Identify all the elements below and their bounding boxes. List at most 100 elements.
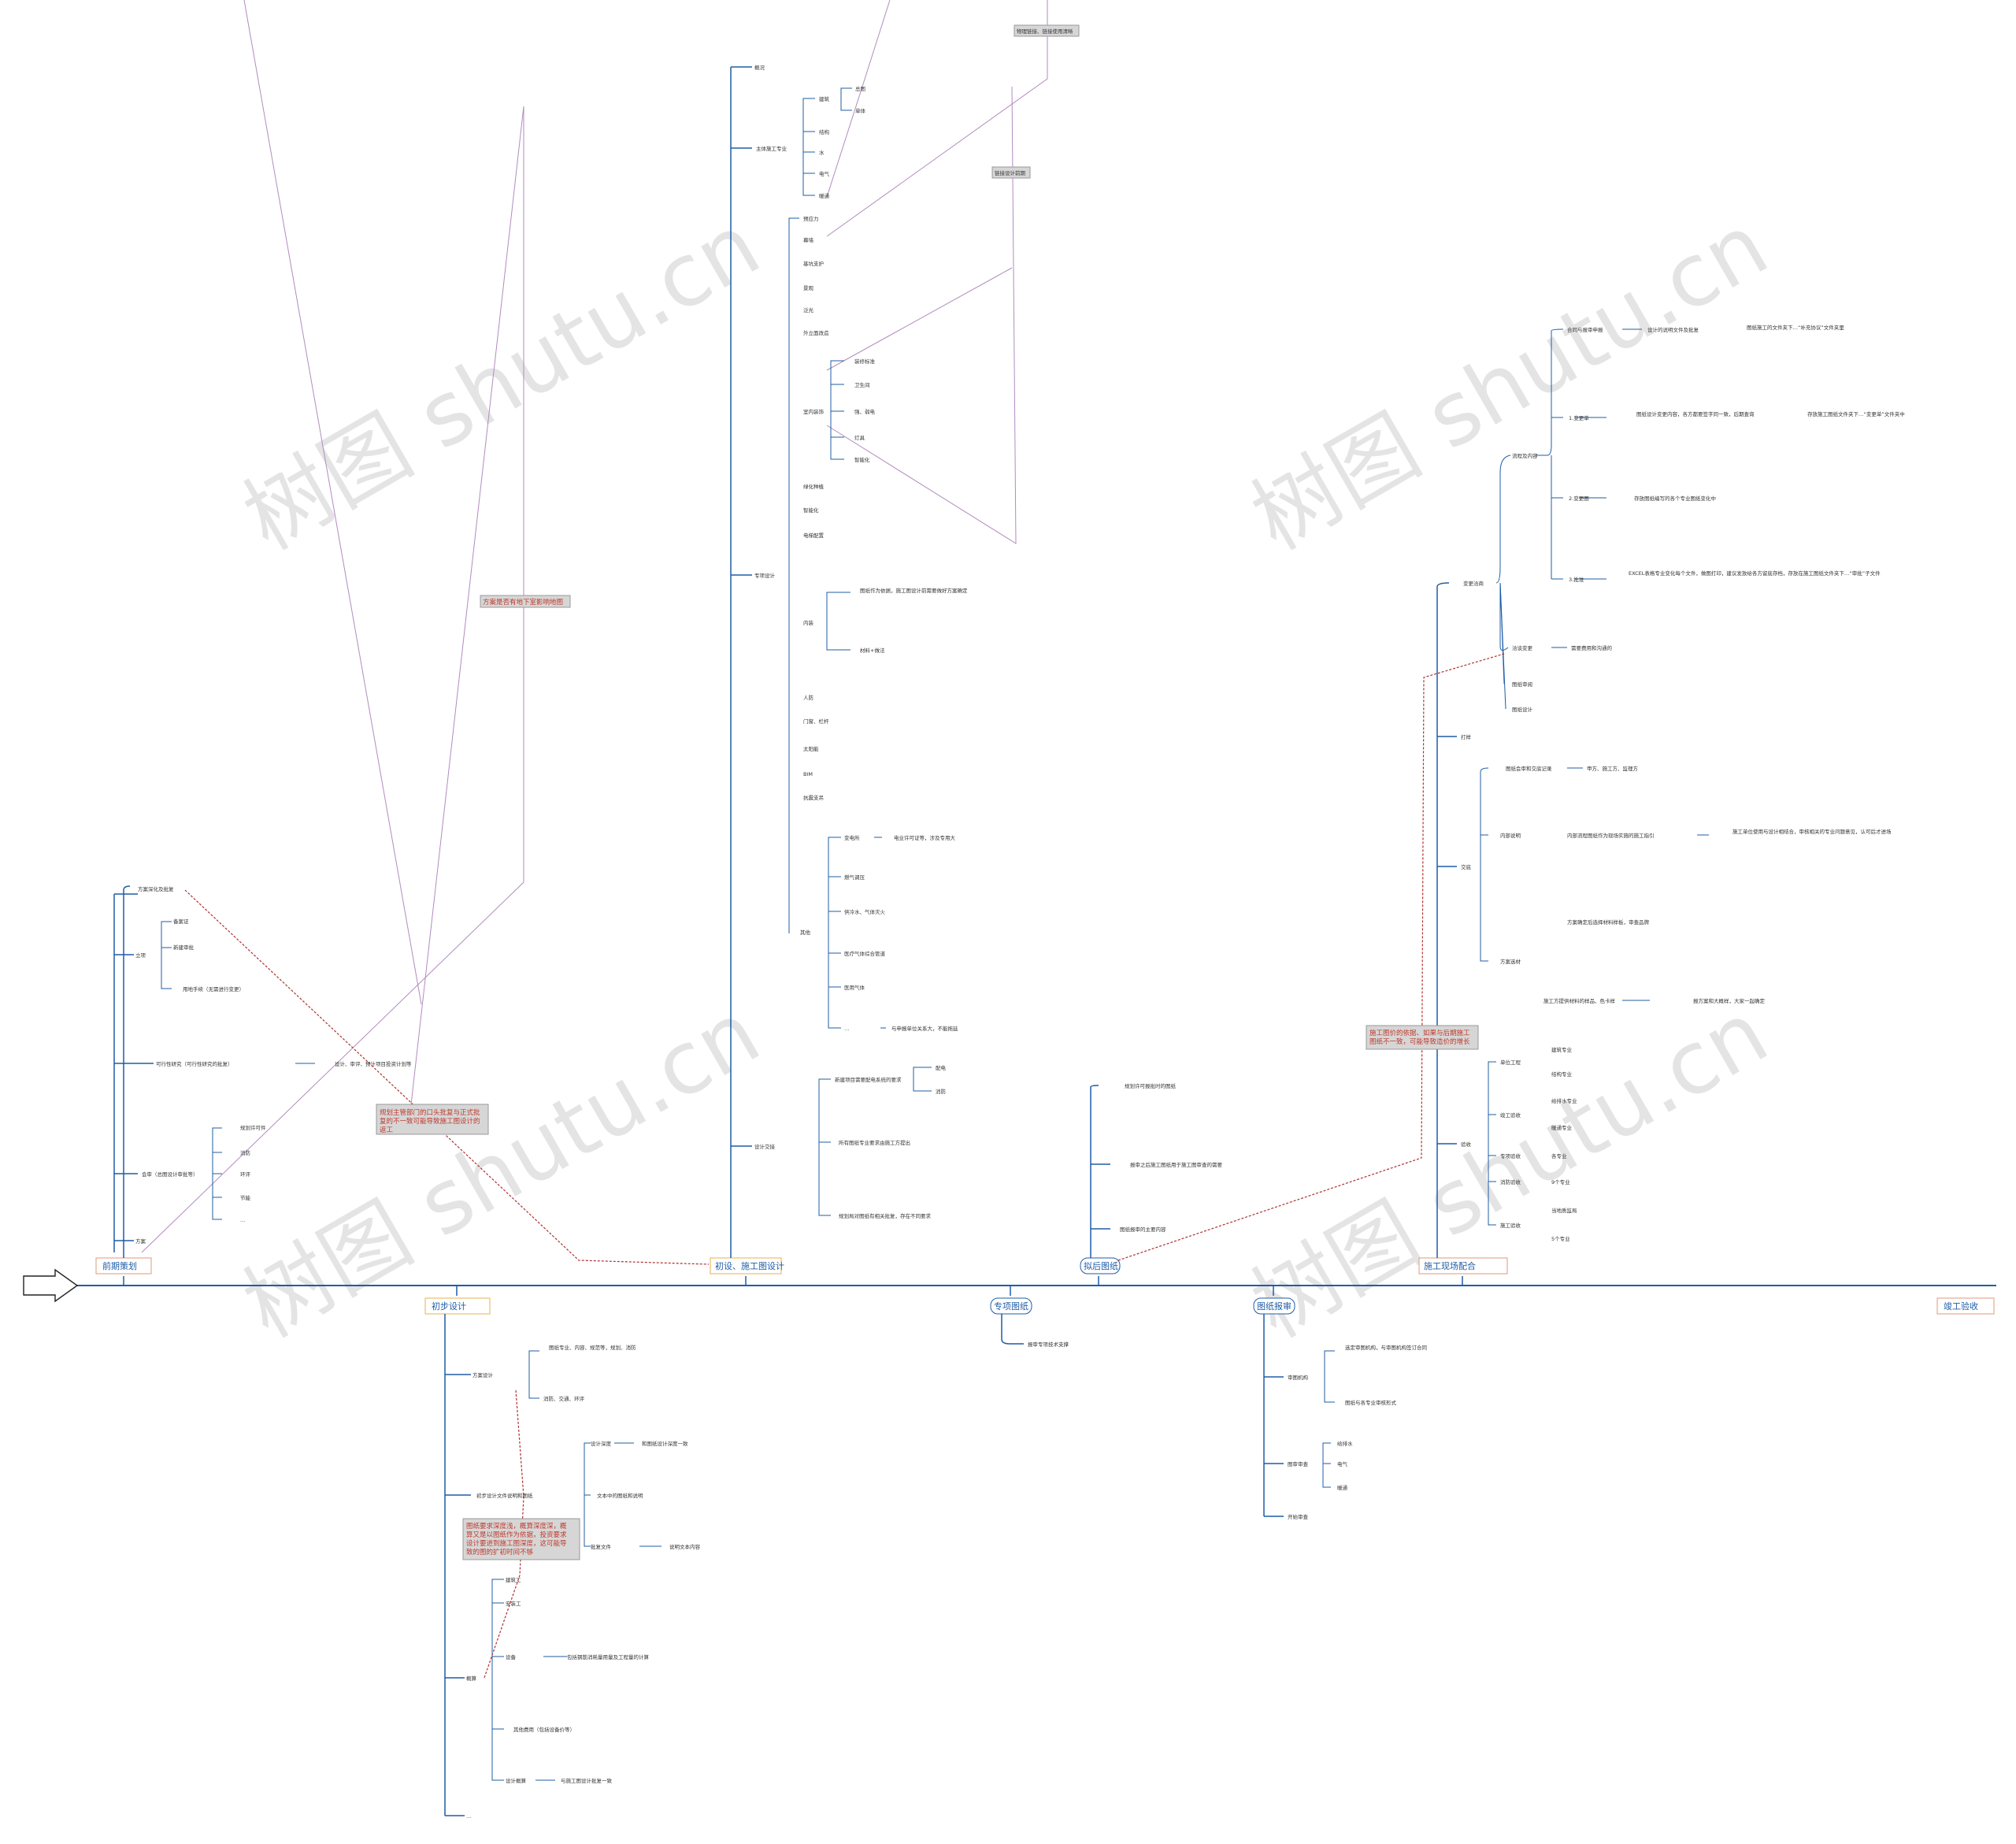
zhuanxiang-item: 幕墙 (803, 236, 814, 243)
jiaojie-item: 新建项目需要配电系统的要求 (835, 1076, 902, 1083)
chubu-gaisuan: 概算 (466, 1675, 477, 1682)
chuyan-branch (730, 66, 932, 1258)
note-n4-text: 方案是否有地下室影响地图 (483, 598, 563, 607)
yanshou-sub: 5个专业 (1551, 1235, 1570, 1242)
chubu-fangan-item: 图纸专业、内容、规范等，规划、消防 (549, 1344, 636, 1351)
stage-chubu[interactable]: 初步设计 (424, 1297, 491, 1315)
note-n3: 图纸要求深度浅，概算深度深，概 算又是以图纸作为依据，投资要求 设计要进到施工图… (462, 1518, 580, 1560)
yuanze-item: 3.批准 (1569, 576, 1584, 583)
zhuanxiang-item: 人防 (803, 694, 814, 701)
neizhuang-item: 图纸作为依据，施工图设计前需要做好方案确定 (860, 587, 968, 594)
stage-tuzhi-label: 图纸报审 (1257, 1300, 1292, 1312)
chuyan-zhuti-child: 水 (819, 149, 825, 156)
zhuanxiang-branch (1001, 1314, 1024, 1345)
qita-item: 医疗气体综合管道 (844, 950, 886, 957)
shigong-branch (1436, 328, 1709, 1258)
qianqi-lixiang-child: 用地手续（无需进行变更） (183, 985, 244, 992)
stage-tuzhi[interactable]: 图纸报审 (1253, 1297, 1295, 1315)
chubu-wenjian-item: 设计深度 (591, 1440, 612, 1447)
note-n3-text: 图纸要求深度浅，概算深度深，概 算又是以图纸作为依据，投资要求 设计要进到施工图… (466, 1522, 569, 1556)
gaisuan-note: 与施工图设计批复一致 (561, 1777, 613, 1784)
zhuanxiang-item: 智能化 (803, 506, 819, 514)
chubu-fangan: 方案设计 (472, 1371, 494, 1378)
qianqi-kexing-child: 设计、审评、预计项目投资计划等 (335, 1060, 412, 1067)
shigong-yuanze: 流程及内容 (1512, 452, 1538, 459)
jiaodi-note: 内部流程图纸作为现场实施的施工指引 (1567, 832, 1655, 839)
stage-shigong-label: 施工现场配合 (1424, 1260, 1476, 1271)
jiaodi-note: 报方案和大概样，大家一起确定 (1693, 997, 1766, 1004)
note-n6: 链接设计前期 (991, 166, 1031, 179)
tuzhi-shencha-item: 给排水 (1337, 1440, 1353, 1447)
qianqi-branch (113, 885, 315, 1258)
chuyan-zhuti: 主体施工专业 (756, 145, 788, 152)
gaisuan-item: 其他费用（包括设备价等） (513, 1726, 575, 1733)
jiaojie-sub: 消防 (936, 1088, 947, 1095)
stage-shigong[interactable]: 施工现场配合 (1418, 1257, 1508, 1274)
chuyan-zhuti-child: 暖通 (819, 192, 830, 199)
chubu-wenjian: 初步设计文件说明和图纸 (476, 1492, 533, 1499)
chuyan-jianzhu-child: 单体 (855, 107, 866, 114)
shigong-yanshou: 验收 (1461, 1141, 1472, 1148)
zhuanxiang-tuzhi-item: 报审专项技术支撑 (1028, 1341, 1069, 1348)
zhuanxiang-item: 泛光 (803, 306, 814, 314)
qianqi-yushen-child: 环评 (240, 1171, 251, 1178)
yuanze-note: 存放图纸编写的各个专业图纸变化中 (1634, 495, 1716, 502)
chuyan-gaikuang: 概况 (754, 64, 765, 71)
qianqi-yushen-child: … (240, 1217, 246, 1223)
stage-chuyan[interactable]: 初设、施工图设计 (710, 1257, 784, 1274)
yuanze-note: 设计的说明文件及批复 (1647, 326, 1699, 333)
stage-chubu-label: 初步设计 (432, 1300, 466, 1312)
jiaodi-note: 方案确定后选择材料样板，审查品牌 (1567, 918, 1650, 926)
nibao-item: 规划许可报批时的图纸 (1125, 1082, 1177, 1089)
chuyan-zhuti-child: 结构 (819, 128, 830, 135)
qianqi-yushen-child: 节能 (240, 1194, 251, 1201)
stage-zhuanxiang[interactable]: 专项图纸 (990, 1297, 1032, 1315)
qianqi-lixiang-child: 新建审批 (173, 944, 195, 951)
qita-note: 与申报单位关系大，不能拖延 (891, 1025, 958, 1032)
watermark-3: 树图 shutu.cn (228, 982, 776, 1357)
qita-item: … (844, 1026, 850, 1032)
yuanze-note: 图纸设计变更内容，各方都要签字同一致，后期查询 (1636, 410, 1755, 417)
zhuanxiang-item: 室内装饰 (803, 408, 825, 415)
zhuanxiang-item: 景观 (803, 285, 814, 291)
stage-jungong[interactable]: 竣工验收 (1936, 1297, 1995, 1315)
shigong-biangeng: 变更洽商 (1463, 580, 1484, 587)
jiaodi-item: 内部说明 (1500, 832, 1521, 839)
yanshou-sub: 9个专业 (1551, 1178, 1570, 1185)
yuanze-note: 存放施工图纸文件夹下…“变更单”文件夹中 (1807, 410, 1905, 417)
qianqi-fangan: 方案 (135, 1237, 146, 1245)
neizhuang-item: 材料+做法 (860, 647, 885, 654)
gaisuan-item: 安装工 (506, 1600, 521, 1607)
yanshou-sub: 结构专业 (1551, 1070, 1573, 1078)
stage-zhuanxiang-label: 专项图纸 (994, 1300, 1028, 1312)
qianqi-yushen-child: 规划许可件 (240, 1124, 266, 1131)
qianqi-lixiang: 立项 (135, 952, 146, 959)
zhuanxiang-item: BIM (803, 771, 813, 777)
stage-nibao[interactable]: 拟后图纸 (1080, 1257, 1121, 1274)
jiaojie-item: 所有图纸专业要求由施工方提出 (839, 1139, 910, 1146)
nibao-item: 图纸报审的主要内容 (1120, 1226, 1166, 1233)
yuanze-item: 合同与报审申报 (1567, 326, 1603, 333)
yanshou-item: 竣工验收 (1500, 1111, 1521, 1119)
shigong-tushen: 图纸审阅 (1512, 681, 1532, 688)
stage-qianqi[interactable]: 前期策划 (95, 1257, 152, 1274)
note-n2: 施工图价的依据、如果与后期施工 图纸不一致，可能导致造价的增长 (1366, 1025, 1479, 1050)
note-n5-text: 物理链接、链接使用清晰 (1017, 28, 1073, 35)
qianqi-yushen: 会审（总图设计审批等） (142, 1171, 198, 1178)
watermark-4: 树图 shutu.cn (1236, 982, 1784, 1357)
shinei-item: 灯具 (854, 434, 865, 441)
shinei-item: 智能化 (854, 456, 870, 463)
jiaodi-note: 甲方、施工方、监理方 (1587, 765, 1639, 772)
shinei-item: 卫生间 (854, 381, 870, 388)
tuzhi-item: 开始审查 (1288, 1513, 1309, 1520)
zhuanxiang-item: 基坑支护 (803, 260, 824, 267)
yanshou-sub: 暖通专业 (1551, 1124, 1573, 1131)
chubu-fangan-item: 消防、交通、环评 (543, 1395, 585, 1402)
note-n1: 规划主管部门的口头批复与正式批 复的不一致可能导致施工图设计的 返工 (376, 1104, 489, 1135)
stage-nibao-label: 拟后图纸 (1084, 1260, 1118, 1271)
yuanze-note: 图纸施工的文件夹下…“补充协议”文件夹里 (1747, 324, 1844, 331)
chubu-wenjian-note: 和图纸设计深度一致 (642, 1440, 688, 1447)
tuzhi-jigou-item: 图纸与各专业审核形式 (1345, 1399, 1397, 1406)
qianqi-yushen-child: 消防 (240, 1149, 251, 1156)
shigong-tuceng: 图纸设计 (1512, 706, 1533, 713)
